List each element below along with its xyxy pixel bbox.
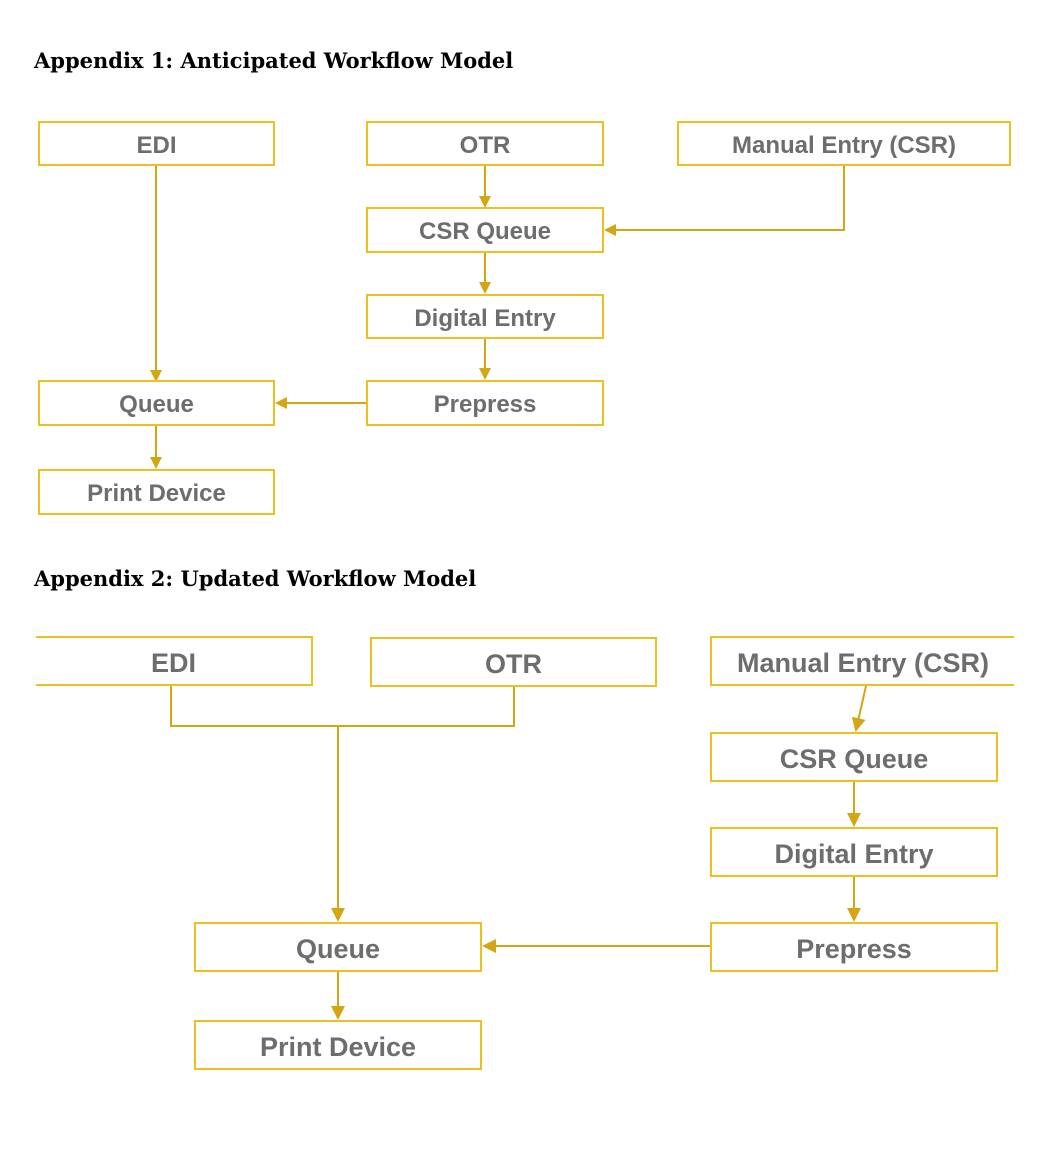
appendix-2-heading: Appendix 2: Updated Workflow Model xyxy=(34,566,477,591)
queue-label: Queue xyxy=(295,933,381,964)
anticipated-workflow-connectors xyxy=(150,166,845,469)
edi-label: EDI xyxy=(150,647,196,678)
otr-box: OTR xyxy=(370,637,657,687)
edi-box: EDI xyxy=(36,636,313,686)
prepress-box: Prepress xyxy=(710,922,998,972)
manual-entry-box: Manual Entry (CSR) xyxy=(710,636,1014,686)
digital-entry-label: Digital Entry xyxy=(774,838,934,869)
digital-entry-label: Digital Entry xyxy=(414,304,556,332)
prepress-label: Prepress xyxy=(433,391,537,418)
prepress-box: Prepress xyxy=(366,380,604,426)
csr-queue-label: CSR Queue xyxy=(418,218,552,245)
queue-box: Queue xyxy=(38,380,275,426)
print-device-label: Print Device xyxy=(259,1031,417,1062)
connector-manual-entry-to-csr-queue xyxy=(604,166,845,236)
csr-queue-box: CSR Queue xyxy=(710,732,998,782)
updated-workflow-connectors xyxy=(170,685,867,1020)
manual-entry-label: Manual Entry (CSR) xyxy=(736,647,990,678)
updated-workflow-diagram: EDI OTR Manual Entry (CSR) CSR Queue Dig… xyxy=(0,620,1040,1100)
digital-entry-box: Digital Entry xyxy=(710,827,998,877)
csr-queue-label: CSR Queue xyxy=(779,743,929,774)
otr-box: OTR xyxy=(366,121,604,166)
edi-box: EDI xyxy=(38,121,275,166)
prepress-label: Prepress xyxy=(796,933,912,964)
otr-label: OTR xyxy=(485,648,542,679)
print-device-box: Print Device xyxy=(194,1020,482,1070)
digital-entry-box: Digital Entry xyxy=(366,294,604,339)
connector-manual-entry-to-csr-queue xyxy=(851,685,867,732)
manual-entry-box: Manual Entry (CSR) xyxy=(677,121,1011,166)
print-device-label: Print Device xyxy=(87,480,226,507)
appendix-1-heading: Appendix 1: Anticipated Workflow Model xyxy=(34,48,514,73)
queue-box: Queue xyxy=(194,922,482,972)
queue-label: Queue xyxy=(119,391,194,418)
otr-label: OTR xyxy=(459,131,511,159)
manual-entry-label: Manual Entry (CSR) xyxy=(731,131,956,159)
edi-label: EDI xyxy=(136,131,177,159)
csr-queue-box: CSR Queue xyxy=(366,207,604,253)
anticipated-workflow-diagram: EDI OTR Manual Entry (CSR) CSR Queue Dig… xyxy=(0,100,1040,540)
connector-edi-otr-merge xyxy=(170,686,515,727)
print-device-box: Print Device xyxy=(38,469,275,515)
